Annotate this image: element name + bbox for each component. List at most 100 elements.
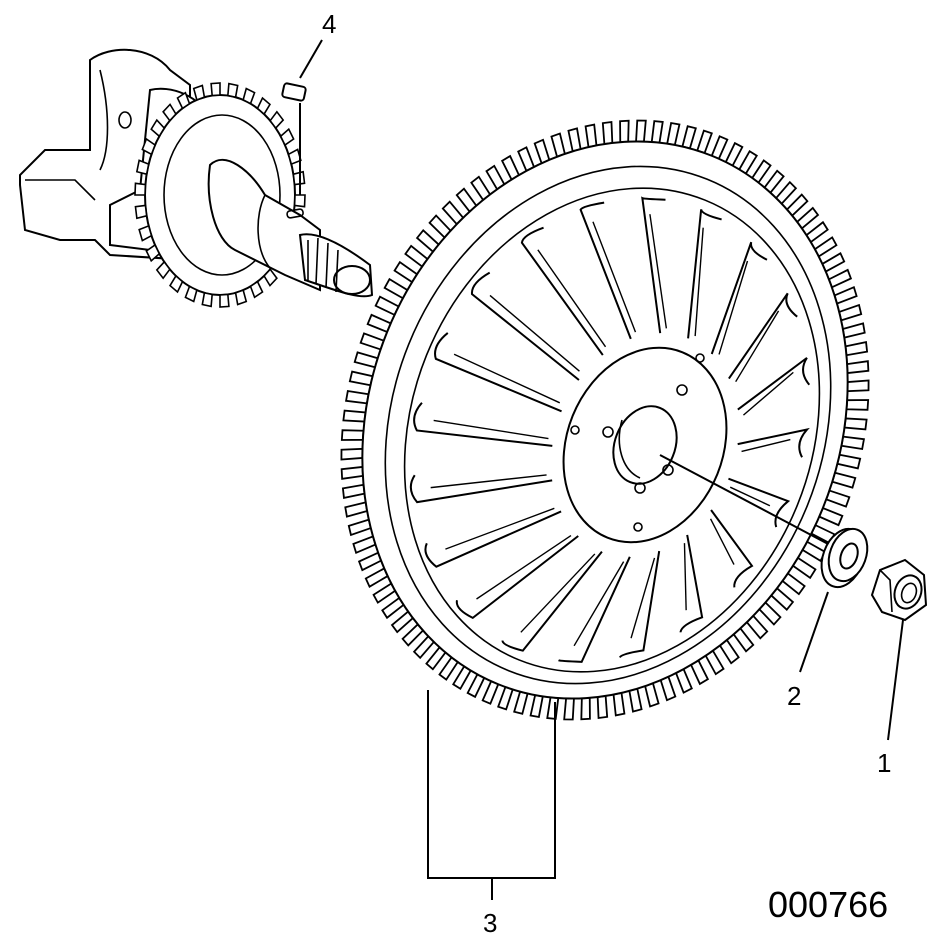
- ring-gear-tooth: [644, 682, 660, 708]
- ring-gear-tooth: [827, 268, 853, 289]
- ring-gear-tooth: [584, 123, 598, 149]
- cooling-fin: [728, 477, 791, 528]
- ring-gear-tooth: [831, 471, 857, 489]
- crank-gear-tooth: [256, 96, 271, 116]
- ring-gear-tooth: [348, 370, 374, 387]
- ring-gear-tooth: [563, 697, 575, 721]
- ring-gear-tooth: [357, 551, 383, 572]
- woodruff-key: [281, 39, 323, 195]
- ring-gear-tooth: [843, 417, 868, 431]
- ring-gear-tooth: [846, 379, 870, 393]
- ring-gear-tooth: [845, 399, 870, 411]
- cooling-fin-edge: [430, 474, 547, 489]
- cooling-fin-edge: [649, 214, 668, 329]
- ring-gear-tooth: [352, 535, 377, 555]
- cooling-fin: [520, 226, 604, 356]
- cooling-fin-edge: [709, 518, 735, 565]
- cooling-fin-edge: [735, 310, 780, 383]
- ring-gear-tooth: [846, 360, 870, 375]
- crank-gear-tooth: [169, 274, 184, 294]
- cooling-fin-edge: [729, 486, 771, 507]
- crank-gear-tooth: [135, 159, 150, 176]
- cooling-fin: [434, 332, 562, 413]
- cooling-fin-edge: [520, 553, 596, 633]
- crank-gear-tooth: [234, 289, 248, 306]
- cooling-fin: [455, 535, 579, 620]
- ring-gear-tooth: [529, 694, 544, 719]
- ring-gear-tooth: [696, 129, 713, 155]
- crank-gear-tooth: [269, 110, 285, 130]
- crank-gear-tooth: [134, 182, 147, 196]
- crank-gear-tooth: [263, 268, 278, 287]
- ring-gear-tooth: [340, 447, 364, 461]
- crank-gear-tooth: [201, 291, 214, 308]
- cooling-fin: [501, 551, 603, 652]
- cooling-fin: [710, 241, 768, 355]
- ring-gear-tooth: [825, 489, 851, 508]
- ring-gear-tooth: [666, 121, 681, 146]
- ring-gear-tooth: [601, 120, 614, 146]
- crank-gear-tooth: [219, 293, 230, 308]
- cooling-fin-edge: [433, 419, 549, 440]
- crank-gear-tooth: [162, 103, 177, 122]
- callout-3: 3: [483, 908, 497, 938]
- cooling-fin-edge: [694, 227, 704, 337]
- callout-4: 4: [322, 9, 336, 39]
- ring-gear-tooth: [359, 332, 385, 351]
- ring-gear-tooth: [340, 465, 364, 480]
- ring-gear-tooth: [481, 680, 500, 705]
- ring-gear-tooth: [628, 687, 643, 713]
- cooling-fin: [679, 534, 704, 633]
- callout-leader-1: [887, 619, 904, 741]
- cooling-fin-edge: [718, 260, 749, 355]
- crank-gear-tooth: [292, 170, 306, 186]
- cooling-fin-edge: [592, 221, 637, 333]
- cooling-fin-edge: [741, 438, 791, 453]
- ring-gear-tooth: [345, 390, 370, 405]
- ring-gear-tooth: [344, 501, 369, 518]
- ring-gear-tooth: [342, 409, 367, 423]
- crank-gear-tooth: [138, 224, 153, 242]
- cooling-fin-edge: [489, 294, 580, 372]
- flywheel: [340, 119, 870, 900]
- cooling-fin: [409, 474, 553, 504]
- cooling-fin-edge: [537, 249, 607, 348]
- crank-gear-tooth: [279, 127, 295, 147]
- ring-gear-tooth: [341, 483, 366, 499]
- cooling-fin-edge: [683, 543, 687, 611]
- ring-gear-tooth: [635, 119, 647, 143]
- cooling-fin: [618, 550, 661, 659]
- flywheel-hub: [562, 346, 728, 544]
- crank-gear-tooth: [226, 82, 239, 99]
- cooling-fin-edge: [445, 507, 555, 550]
- ring-gear-tooth: [840, 435, 865, 450]
- washer: [799, 527, 869, 673]
- cooling-fin: [579, 201, 632, 340]
- cooling-fin-edge: [476, 534, 572, 600]
- crank-gear-tooth: [145, 243, 161, 263]
- crank-gear-tooth: [287, 148, 302, 166]
- cooling-fin: [413, 402, 553, 447]
- callout-leader-4: [299, 39, 323, 79]
- crank-gear-tooth: [293, 194, 306, 208]
- cooling-fin: [737, 357, 811, 411]
- crank-gear-tooth: [141, 137, 157, 156]
- ring-gear-tooth: [567, 127, 582, 153]
- ring-gear-tooth: [838, 303, 863, 322]
- hex-nut: [870, 558, 928, 741]
- cooling-fin: [687, 209, 722, 339]
- ring-gear-tooth: [833, 285, 858, 305]
- ring-gear-tooth: [340, 429, 365, 441]
- ring-gear-tooth: [580, 696, 591, 721]
- cooling-fin: [641, 196, 666, 334]
- crank-gear-tooth: [249, 280, 264, 299]
- ring-gear-tooth: [844, 341, 869, 357]
- ring-gear-tooth: [681, 125, 697, 150]
- ring-gear-tooth: [513, 690, 529, 715]
- crank-gear-tooth: [210, 82, 221, 97]
- ring-gear-tooth: [836, 453, 862, 470]
- cooling-fin-edge: [453, 353, 561, 404]
- ring-gear-tooth: [650, 120, 664, 144]
- cooling-fin: [737, 427, 810, 458]
